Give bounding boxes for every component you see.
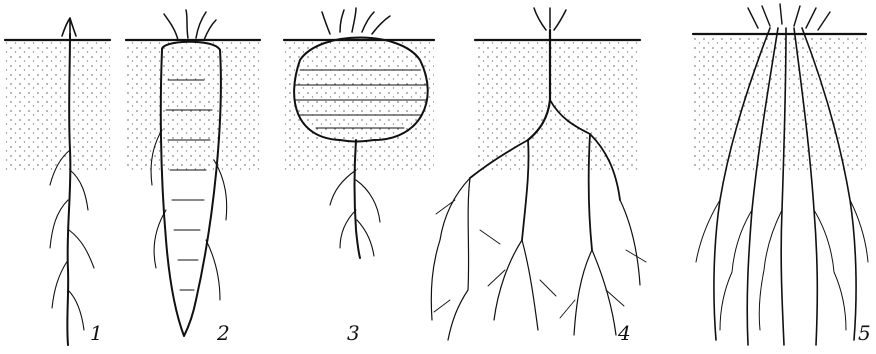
panel-label-2: 2 — [216, 321, 230, 345]
soil-layers — [5, 34, 866, 170]
panel-label-5: 5 — [858, 321, 871, 345]
panel-label-4: 4 — [617, 321, 631, 345]
panel-label-3: 3 — [347, 321, 360, 345]
panel-label-1: 1 — [90, 321, 103, 345]
